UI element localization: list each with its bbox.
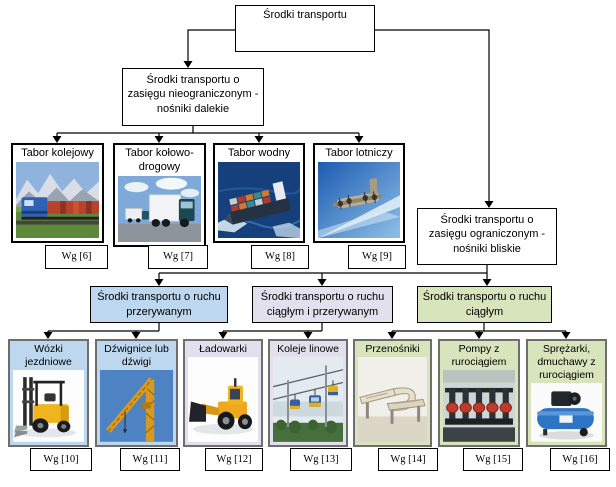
wg-label: Wg [8] — [264, 251, 296, 263]
root-title: Środki transportu — [263, 9, 347, 21]
motion-label: Środki transportu o ruchu przerywanym — [97, 291, 221, 318]
wg-label: Wg [11] — [132, 453, 168, 465]
node-ruch-przerywany: Środki transportu o ruchu przerywanym — [90, 286, 228, 323]
wg-label: Wg [13] — [303, 453, 339, 465]
node-pompy: Pompy z rurociągiem — [438, 339, 520, 447]
device-label: Dźwignice lub dźwigi — [104, 343, 169, 369]
device-label: Pompy z rurociągiem — [451, 343, 507, 369]
forklift-image — [13, 370, 84, 442]
category-label: Tabor kolejowy — [21, 147, 94, 159]
arrowheads — [43, 61, 571, 339]
source-ref-wg8: Wg [8] — [251, 245, 309, 269]
source-ref-wg6: Wg [6] — [45, 245, 108, 269]
branch-unlimited-label: Środki transportu o zasięgu nieograniczo… — [127, 74, 259, 115]
source-ref-wg14: Wg [14] — [378, 448, 438, 471]
source-ref-wg15: Wg [15] — [463, 448, 523, 471]
wg-label: Wg [7] — [162, 251, 194, 263]
wg-label: Wg [9] — [361, 251, 393, 263]
trucks-image — [118, 175, 201, 242]
motion-label: Środki transportu o ruchu ciągłym i prze… — [260, 291, 385, 318]
node-wozki-jezdniowe: Wózki jezdniowe — [8, 339, 89, 447]
device-label: Koleje linowe — [277, 343, 339, 355]
device-label: Ładowarki — [199, 343, 247, 355]
node-tabor-wodny: Tabor wodny — [213, 143, 305, 243]
source-ref-wg9: Wg [9] — [348, 245, 406, 269]
node-zasieg-nieograniczony: Środki transportu o zasięgu nieograniczo… — [122, 68, 264, 126]
node-ruch-ciagly: Środki transportu o ruchu ciągłym — [417, 286, 552, 323]
source-ref-wg11: Wg [11] — [120, 448, 180, 471]
source-ref-wg10: Wg [10] — [30, 448, 92, 471]
container-ship-image — [218, 161, 300, 238]
category-label: Tabor lotniczy — [325, 147, 393, 159]
source-ref-wg16: Wg [16] — [550, 448, 610, 471]
wg-label: Wg [16] — [562, 453, 598, 465]
node-przenosniki: Przenośniki — [353, 339, 432, 447]
source-ref-wg13: Wg [13] — [290, 448, 352, 471]
node-srodki-transportu: Środki transportu — [235, 5, 375, 52]
wg-label: Wg [6] — [61, 251, 92, 263]
node-tabor-lotniczy: Tabor lotniczy — [313, 143, 405, 243]
source-ref-wg12: Wg [12] — [205, 448, 263, 471]
branch-limited-label: Środki transportu o zasięgu ograniczonym… — [428, 214, 546, 255]
node-sprezarki: Sprężarki, dmuchawy z rurociągiem — [526, 339, 607, 447]
freight-train-image — [16, 161, 99, 238]
node-tabor-kolejowy: Tabor kolejowy — [11, 143, 104, 243]
device-label: Przenośniki — [365, 343, 420, 355]
node-ladowarki: Ładowarki — [183, 339, 263, 447]
cargo-plane-image — [318, 161, 400, 238]
wg-label: Wg [10] — [43, 453, 79, 465]
device-label: Wózki jezdniowe — [25, 343, 72, 369]
cable-cars-image — [273, 357, 343, 442]
source-ref-wg7: Wg [7] — [148, 245, 208, 269]
node-dzwignice: Dźwignice lub dźwigi — [95, 339, 178, 447]
wg-label: Wg [12] — [216, 453, 252, 465]
wheel-loader-image — [188, 357, 258, 442]
pumps-image — [443, 370, 515, 442]
node-zasieg-ograniczony: Środki transportu o zasięgu ograniczonym… — [417, 208, 557, 265]
motion-label: Środki transportu o ruchu ciągłym — [422, 291, 547, 318]
category-label: Tabor kołowo-drogowy — [125, 147, 194, 173]
node-ruch-ciagly-i-przerywany: Środki transportu o ruchu ciągłym i prze… — [252, 286, 393, 323]
tower-crane-image — [100, 370, 173, 442]
compressor-image — [531, 383, 602, 442]
wg-label: Wg [15] — [475, 453, 511, 465]
category-label: Tabor wodny — [227, 147, 291, 159]
wg-label: Wg [14] — [390, 453, 426, 465]
node-koleje-linowe: Koleje linowe — [268, 339, 348, 447]
node-tabor-kolowo-drogowy: Tabor kołowo-drogowy — [113, 143, 206, 247]
conveyors-image — [358, 357, 427, 442]
device-label: Sprężarki, dmuchawy z rurociągiem — [537, 343, 596, 382]
